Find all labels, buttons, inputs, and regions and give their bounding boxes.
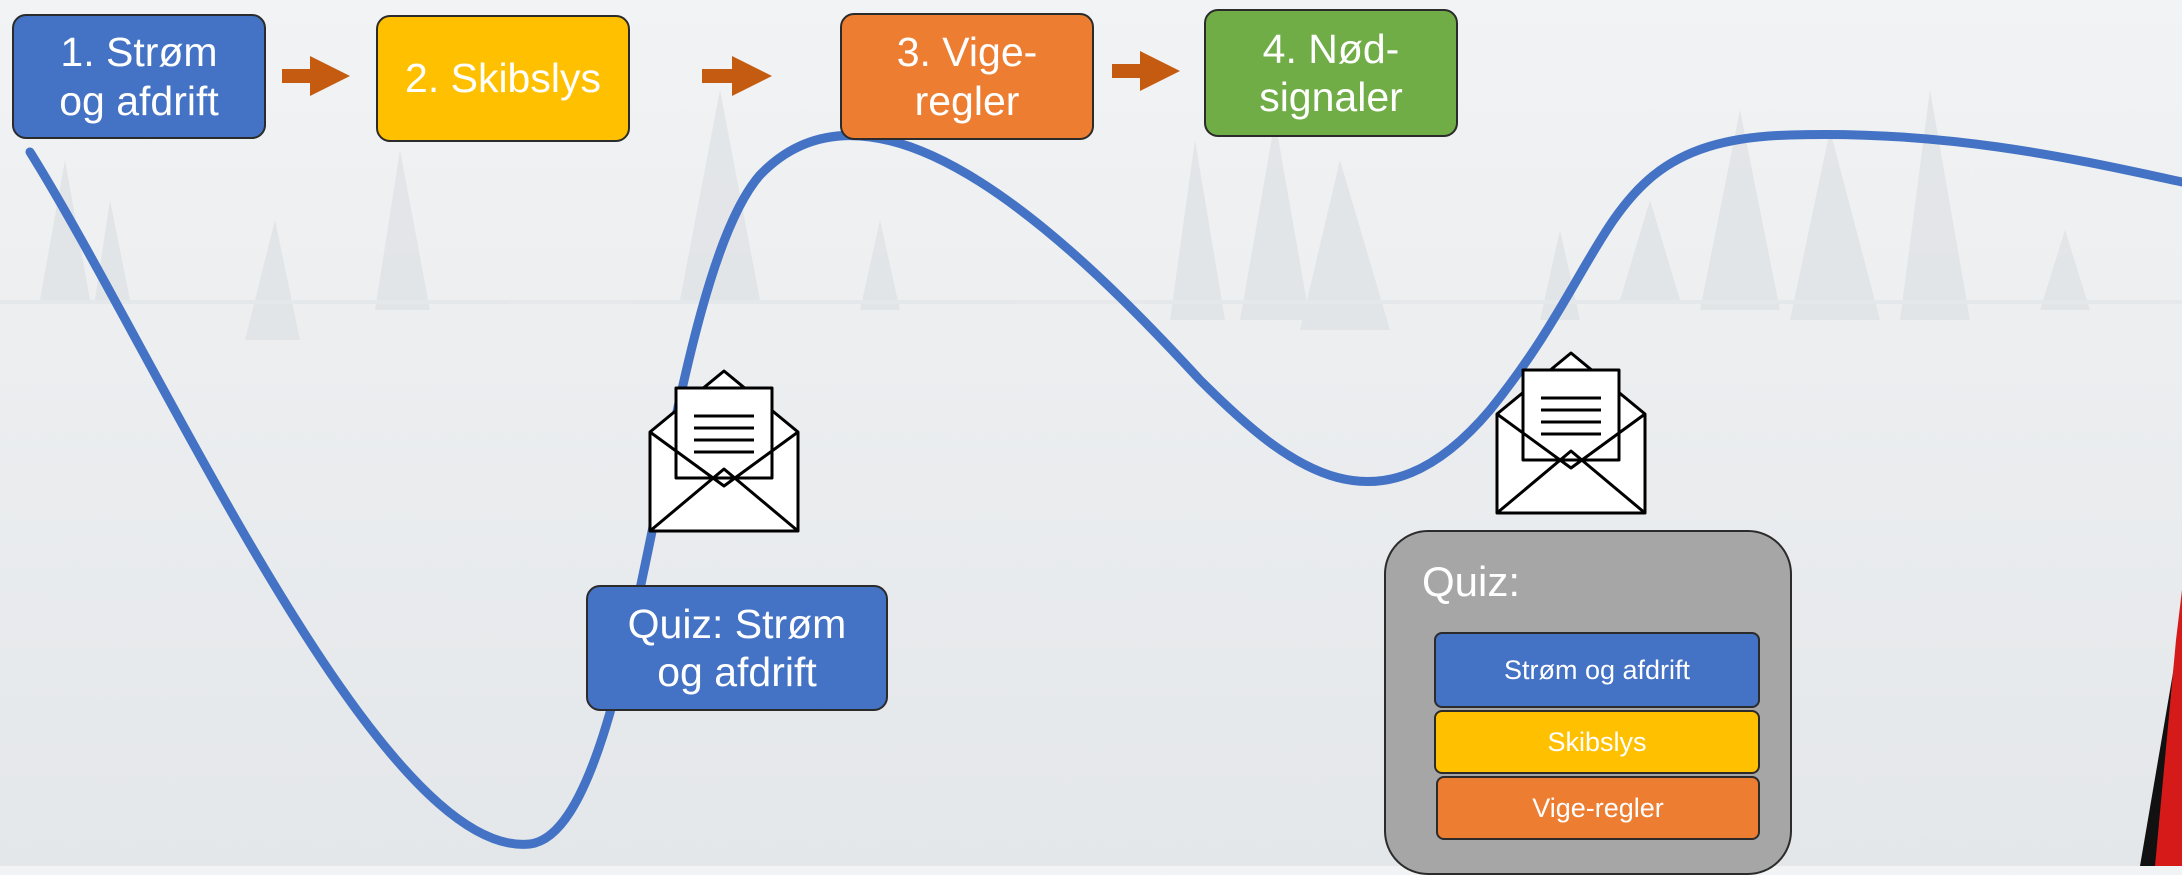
learning-path-curve [25, 130, 2182, 849]
quiz-item-skibslys: Skibslys [1434, 710, 1760, 774]
edge-decoration [2140, 590, 2182, 866]
step-4-box: 4. Nød- signaler [1204, 9, 1458, 137]
quiz-single-box: Quiz: Strøm og afdrift [586, 585, 888, 711]
flow-arrows [282, 51, 1180, 96]
arrow-3-4 [1112, 51, 1180, 91]
step-1-box: 1. Strøm og afdrift [12, 14, 266, 139]
arrow-2-3 [702, 56, 772, 96]
sailboats-background [0, 90, 2182, 340]
quiz-combined-title: Quiz: [1422, 558, 1521, 605]
quiz-item-strom: Strøm og afdrift [1434, 632, 1760, 708]
step-3-box: 3. Vige- regler [840, 13, 1094, 140]
quiz-item-vigeregler: Vige-regler [1436, 776, 1760, 840]
open-envelope-icon [1495, 351, 1647, 515]
open-envelope-icon [648, 369, 800, 533]
quiz-combined-panel: Quiz: Strøm og afdrift Skibslys Vige-reg… [1384, 530, 1792, 875]
step-2-box: 2. Skibslys [376, 15, 630, 142]
arrow-1-2 [282, 56, 350, 96]
